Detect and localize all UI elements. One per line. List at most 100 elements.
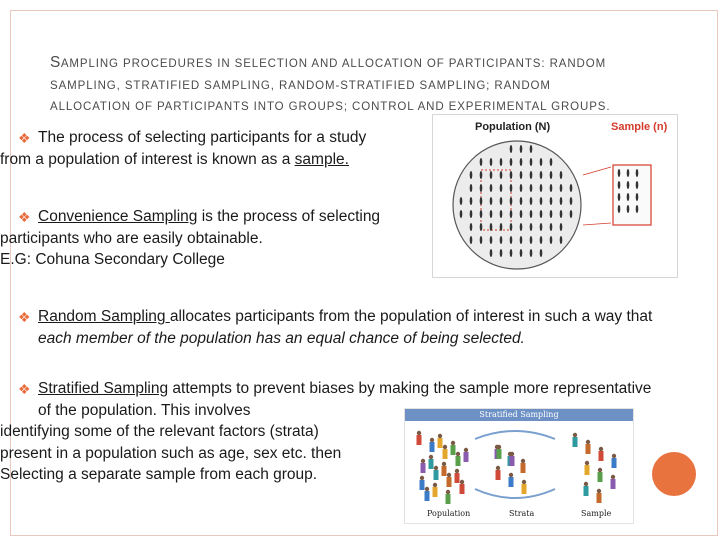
person-head bbox=[598, 446, 604, 452]
person-body bbox=[428, 459, 434, 469]
person-head bbox=[455, 451, 461, 457]
person-head bbox=[509, 451, 515, 457]
ant-mark bbox=[479, 184, 483, 192]
ant-mark bbox=[509, 197, 513, 205]
person-head bbox=[521, 479, 527, 485]
ant-mark bbox=[519, 145, 523, 153]
person-body bbox=[596, 493, 602, 503]
person-head bbox=[496, 444, 502, 450]
person-head bbox=[459, 479, 465, 485]
ant-mark bbox=[469, 210, 473, 218]
stratified-sampling-figure: Stratified Sampling Population Strata Sa… bbox=[404, 408, 634, 524]
person-body bbox=[446, 477, 452, 487]
stratified-sampling-link[interactable]: Stratified Sampling bbox=[38, 380, 169, 397]
sample-ant-mark bbox=[626, 205, 630, 213]
ant-mark bbox=[549, 184, 553, 192]
person-head bbox=[437, 433, 443, 439]
person-body bbox=[433, 470, 439, 480]
ant-mark bbox=[479, 158, 483, 166]
ant-mark bbox=[489, 171, 493, 179]
ant-mark bbox=[499, 236, 503, 244]
person-head bbox=[454, 468, 460, 474]
ant-mark bbox=[479, 197, 483, 205]
sample-ant-mark bbox=[617, 193, 621, 201]
population-label: Population (N) bbox=[475, 121, 551, 133]
sample-ant-mark bbox=[617, 181, 621, 189]
person-body bbox=[437, 438, 443, 448]
sample-ant-mark bbox=[635, 169, 639, 177]
sample-label: Sample (n) bbox=[611, 121, 668, 133]
ant-mark bbox=[559, 210, 563, 218]
person-head bbox=[597, 467, 603, 473]
sample-link[interactable]: sample. bbox=[294, 150, 349, 168]
ant-mark bbox=[529, 158, 533, 166]
sample-ant-mark bbox=[635, 193, 639, 201]
slide-frame bbox=[10, 10, 718, 536]
ant-mark bbox=[479, 223, 483, 231]
person-body bbox=[610, 479, 616, 489]
sample-ant-mark bbox=[626, 169, 630, 177]
person-body bbox=[598, 451, 604, 461]
person-body bbox=[455, 456, 461, 466]
ant-mark bbox=[519, 171, 523, 179]
ant-mark bbox=[509, 223, 513, 231]
person-head bbox=[520, 458, 526, 464]
ant-mark bbox=[489, 223, 493, 231]
person-head bbox=[442, 444, 448, 450]
ant-mark bbox=[529, 171, 533, 179]
bullet-sample: ❖The process of selecting participants f… bbox=[0, 129, 367, 168]
bullet-icon: ❖ bbox=[18, 309, 31, 325]
ant-mark bbox=[559, 171, 563, 179]
person-head bbox=[446, 472, 452, 478]
sample-ant-mark bbox=[626, 181, 630, 189]
ant-mark bbox=[519, 236, 523, 244]
ant-mark bbox=[469, 197, 473, 205]
person-body bbox=[416, 435, 422, 445]
strat-population-label: Population bbox=[427, 509, 471, 518]
random-sampling-link[interactable]: Random Sampling bbox=[38, 308, 170, 325]
ant-mark bbox=[489, 158, 493, 166]
person-body bbox=[572, 437, 578, 447]
person-body bbox=[432, 487, 438, 497]
ant-mark bbox=[549, 171, 553, 179]
person-head bbox=[424, 486, 430, 492]
person-head bbox=[429, 437, 435, 443]
ant-mark bbox=[469, 236, 473, 244]
person-head bbox=[610, 474, 616, 480]
person-head bbox=[495, 465, 501, 471]
ant-mark bbox=[469, 184, 473, 192]
person-body bbox=[508, 477, 514, 487]
sample-ant-mark bbox=[617, 169, 621, 177]
ant-mark bbox=[469, 223, 473, 231]
ant-mark bbox=[519, 223, 523, 231]
person-head bbox=[585, 439, 591, 445]
ant-mark bbox=[489, 210, 493, 218]
person-head bbox=[463, 447, 469, 453]
person-body bbox=[442, 449, 448, 459]
strat-figure-header: Stratified Sampling bbox=[405, 409, 633, 421]
ant-mark bbox=[539, 249, 543, 257]
person-body bbox=[585, 444, 591, 454]
person-body bbox=[424, 491, 430, 501]
ant-mark bbox=[499, 184, 503, 192]
ant-mark bbox=[529, 236, 533, 244]
person-body bbox=[583, 486, 589, 496]
ant-mark bbox=[539, 171, 543, 179]
slide-title: Sampling procedures in selection and all… bbox=[50, 54, 611, 113]
ant-mark bbox=[489, 184, 493, 192]
person-head bbox=[420, 458, 426, 464]
person-head bbox=[428, 454, 434, 460]
decorative-circle bbox=[652, 452, 696, 496]
ant-mark bbox=[499, 249, 503, 257]
ant-mark bbox=[479, 236, 483, 244]
ant-mark bbox=[529, 145, 533, 153]
population-sample-figure: Population (N) Sample (n) bbox=[432, 114, 678, 278]
person-body bbox=[597, 472, 603, 482]
strat-sample-label: Sample bbox=[581, 509, 612, 518]
sample-ant-mark bbox=[617, 205, 621, 213]
sample-ant-mark bbox=[626, 193, 630, 201]
person-head bbox=[572, 432, 578, 438]
ant-mark bbox=[509, 145, 513, 153]
convenience-sampling-link[interactable]: Convenience Sampling bbox=[38, 208, 198, 225]
person-head bbox=[583, 481, 589, 487]
